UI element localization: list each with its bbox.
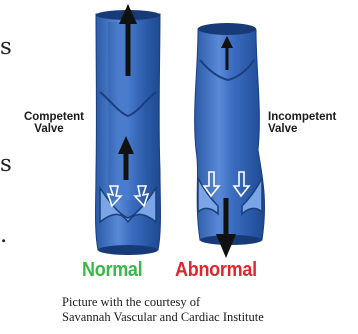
credit-line-1: Picture with the courtesy of <box>62 296 200 309</box>
abnormal-caption: Abnormal <box>175 259 257 281</box>
incompetent-label-line-1: Incompetent <box>268 112 358 124</box>
normal-vein-bottom-opening <box>98 245 158 255</box>
abnormal-vein <box>195 23 265 245</box>
abnormal-vein-top-opening <box>198 23 256 35</box>
competent-label-line-1: Competent <box>14 112 84 124</box>
competent-valve-label: Competent Valve <box>14 112 84 135</box>
competent-label-line-2: Valve <box>14 124 84 136</box>
incompetent-valve-label: Incompetent Valve <box>268 112 358 135</box>
incompetent-label-line-2: Valve <box>268 124 358 136</box>
normal-caption: Normal <box>82 259 142 281</box>
credit-line-2: Savannah Vascular and Cardiac Institute <box>62 311 264 324</box>
